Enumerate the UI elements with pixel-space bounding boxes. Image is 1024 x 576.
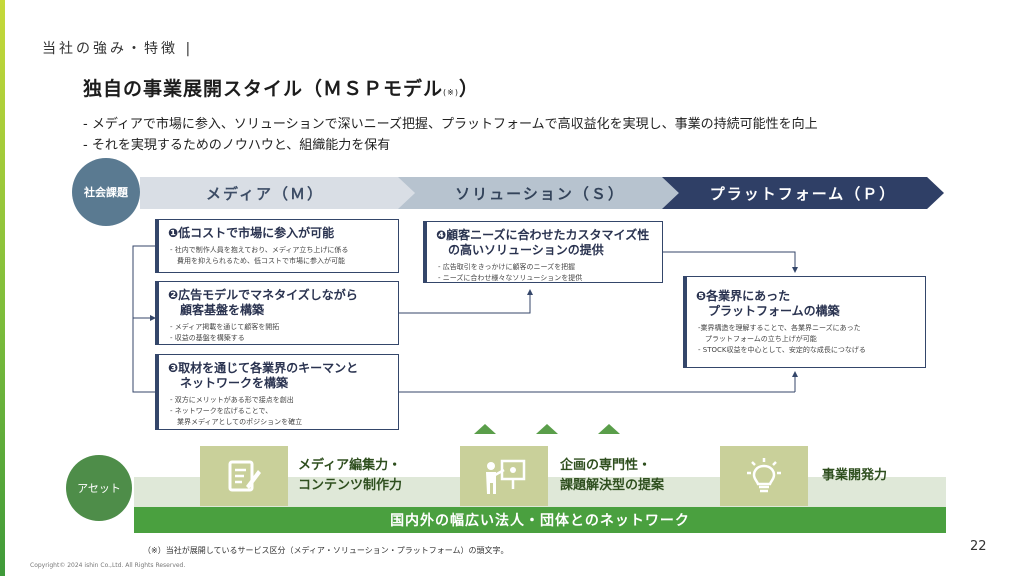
summary-bullets: - メディアで市場に参入、ソリューションで深いニーズ把握、プラットフォームで高収…: [83, 114, 818, 156]
point-4-title: ❹顧客ニーズに合わせたカスタマイズ性 の高いソリューションの提供: [432, 228, 654, 258]
copyright: Copyright© 2024 ishin Co.,Ltd. All Right…: [30, 562, 186, 569]
asset-label-line: コンテンツ制作力: [298, 478, 403, 493]
point-2-line: - メディア掲載を通じて顧客を開拓: [170, 323, 280, 331]
point-3-title-line: ❸取材を通じて各業界のキーマンと: [168, 361, 359, 375]
point-2-text: - メディア掲載を通じて顧客を開拓 - 収益の基盤を構築する: [164, 322, 390, 344]
point-5-line: -業界構造を理解することで、各業界ニーズにあった: [698, 324, 861, 332]
point-box-2: ❷広告モデルでマネタイズしながら 顧客基盤を構築 - メディア掲載を通じて顧客を…: [155, 281, 399, 345]
title-note: (※): [443, 88, 459, 97]
point-4-text: - 広告取引をきっかけに顧客のニーズを把握 - ニーズに合わせ様々なソリューショ…: [432, 262, 654, 284]
asset-label-line: 企画の専門性・: [560, 458, 652, 473]
point-5-text: -業界構造を理解することで、各業界ニーズにあった プラットフォームの立ち上げが可…: [692, 323, 917, 356]
point-2-line: - 収益の基盤を構築する: [170, 334, 245, 342]
network-bar: 国内外の幅広い法人・団体とのネットワーク: [134, 507, 946, 533]
lightbulb-icon: [747, 458, 781, 493]
accent-bar: [0, 0, 5, 576]
bullet-1: - メディアで市場に参入、ソリューションで深いニーズ把握、プラットフォームで高収…: [83, 117, 818, 132]
page-title-close: ）: [458, 78, 479, 100]
point-2-title-line: ❷広告モデルでマネタイズしながら: [168, 288, 358, 302]
stage-platform: プラットフォーム（Ｐ）: [662, 177, 944, 209]
point-box-3: ❸取材を通じて各業界のキーマンと ネットワークを構築 - 双方にメリットがある形…: [155, 354, 399, 430]
up-triangle-icon: [474, 424, 496, 434]
point-5-title: ❺各業界にあった プラットフォームの構築: [692, 289, 917, 319]
point-3-line: 業界メディアとしてのポジションを確立: [170, 418, 303, 426]
point-box-5: ❺各業界にあった プラットフォームの構築 -業界構造を理解することで、各業界ニー…: [683, 276, 926, 368]
page-title-text: 独自の事業展開スタイル（ＭＳＰモデル: [83, 78, 444, 100]
asset-tile-bizdev: [720, 446, 808, 506]
point-box-1: ❶低コストで市場に参入が可能 - 社内で制作人員を抱えており、メディア立ち上げに…: [155, 219, 399, 273]
point-4-line: - 広告取引をきっかけに顧客のニーズを把握: [438, 263, 576, 271]
point-box-4: ❹顧客ニーズに合わせたカスタマイズ性 の高いソリューションの提供 - 広告取引を…: [423, 221, 663, 283]
asset-label-line: メディア編集力・: [298, 458, 402, 473]
asset-badge: アセット: [66, 455, 132, 521]
stage-media: メディア（Ｍ）: [140, 177, 420, 209]
social-issue-badge: 社会課題: [72, 158, 140, 226]
point-3-line: - ネットワークを広げることで、: [170, 407, 273, 415]
point-1-line: 費用を抑えられるため、低コストで市場に参入が可能: [170, 257, 345, 265]
point-1-text: - 社内で制作人員を抱えており、メディア立ち上げに係る 費用を抑えられるため、低…: [164, 245, 390, 267]
point-3-text: - 双方にメリットがある形で接点を創出 - ネットワークを広げることで、 業界メ…: [164, 395, 390, 428]
point-5-title-line: プラットフォームの構築: [696, 304, 840, 318]
asset-label-editing: メディア編集力・ コンテンツ制作力: [298, 456, 402, 496]
up-triangle-icon: [536, 424, 558, 434]
asset-label-bizdev: 事業開発力: [822, 468, 888, 483]
point-5-line: プラットフォームの立ち上げが可能: [698, 335, 817, 343]
point-3-title: ❸取材を通じて各業界のキーマンと ネットワークを構築: [164, 361, 390, 391]
point-3-title-line: ネットワークを構築: [168, 376, 289, 390]
page-title: 独自の事業展開スタイル（ＭＳＰモデル(※)）: [83, 74, 479, 101]
point-4-line: - ニーズに合わせ様々なソリューションを提供: [438, 274, 583, 282]
asset-tile-planning: [460, 446, 548, 506]
point-4-title-line: の高いソリューションの提供: [436, 243, 604, 257]
stage-solution: ソリューション（Ｓ）: [398, 177, 682, 209]
asset-label-planning: 企画の専門性・ 課題解決型の提案: [560, 456, 664, 496]
up-triangle-icon: [598, 424, 620, 434]
asset-label-line: 課題解決型の提案: [560, 478, 665, 493]
asset-tile-editing: [200, 446, 288, 506]
page-number: 22: [970, 539, 987, 554]
point-1-title: ❶低コストで市場に参入が可能: [168, 226, 335, 240]
point-5-title-line: ❺各業界にあった: [696, 289, 791, 303]
point-2-title: ❷広告モデルでマネタイズしながら 顧客基盤を構築: [164, 288, 390, 318]
point-2-title-line: 顧客基盤を構築: [168, 303, 265, 317]
section-label: 当社の強み・特徴 |: [42, 41, 194, 57]
bullet-2: - それを実現するためのノウハウと、組織能力を保有: [83, 138, 391, 153]
edit-document-icon: [228, 460, 261, 492]
point-3-line: - 双方にメリットがある形で接点を創出: [170, 396, 294, 404]
point-4-title-line: ❹顧客ニーズに合わせたカスタマイズ性: [436, 228, 650, 242]
footnote: （※）当社が展開しているサービス区分（メディア・ソリューション・プラットフォーム…: [143, 546, 509, 555]
point-5-line: - STOCK収益を中心として、安定的な成長につなげる: [698, 346, 866, 354]
presentation-icon: [486, 459, 526, 494]
point-1-line: - 社内で制作人員を抱えており、メディア立ち上げに係る: [170, 246, 349, 254]
